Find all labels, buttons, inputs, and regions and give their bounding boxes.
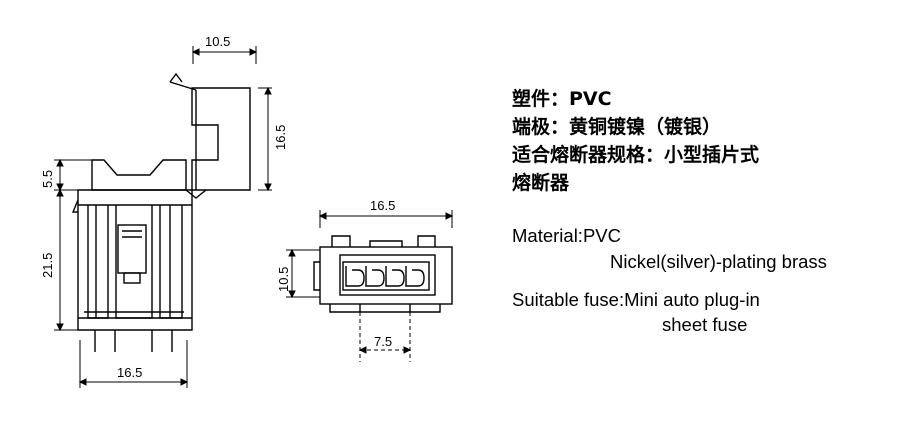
- spec-cn-line-3: 适合熔断器规格：小型插片式: [512, 144, 760, 166]
- spec-en-fuse-cont: sheet fuse: [662, 314, 748, 335]
- dim-bottom-width: 16.5: [117, 365, 142, 380]
- spec-en-material: Material:PVC: [512, 225, 621, 246]
- spec-cn-line-4: 熔断器: [512, 172, 570, 194]
- main-view: [71, 159, 193, 352]
- dimension-lines: [54, 46, 454, 388]
- dim-side-height: 16.5: [273, 125, 288, 150]
- dim-top-width: 10.5: [205, 34, 230, 49]
- side-view: [169, 72, 251, 199]
- spec-cn-line-1: 塑件：PVC: [512, 88, 612, 110]
- dim-front-width: 16.5: [370, 198, 395, 213]
- dim-left-top-height: 5.5: [40, 170, 55, 188]
- front-view: [313, 235, 453, 313]
- dim-left-height: 21.5: [40, 253, 55, 278]
- dim-front-height: 10.5: [276, 267, 291, 292]
- spec-cn-line-2: 端极：黄铜镀镍（镀银）: [512, 116, 722, 138]
- spec-en-fuse: Suitable fuse:Mini auto plug-in: [512, 289, 760, 310]
- spec-en-terminal: Nickel(silver)-plating brass: [610, 251, 827, 272]
- dim-pitch: 7.5: [374, 334, 392, 349]
